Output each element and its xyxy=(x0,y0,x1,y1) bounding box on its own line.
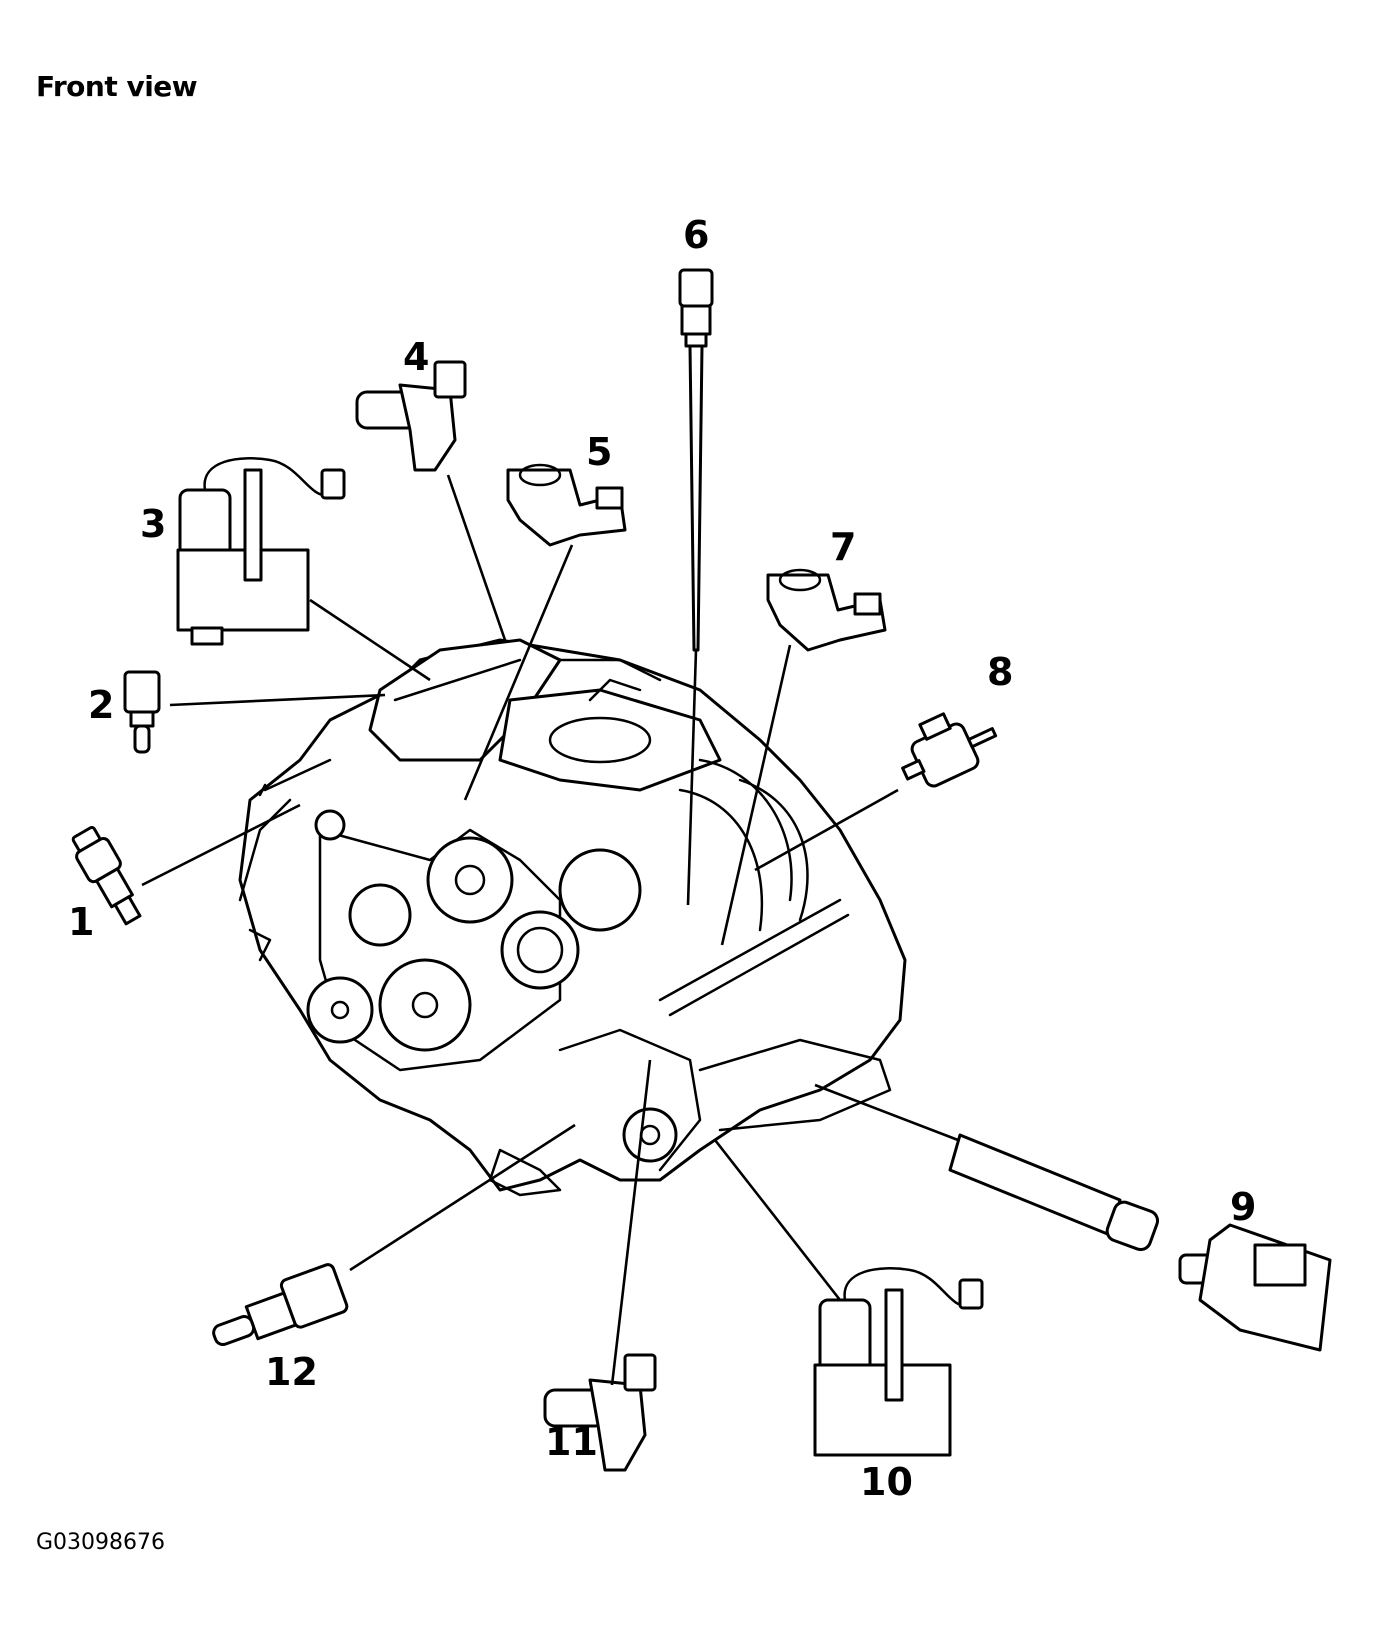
temperature-sensor-part xyxy=(123,670,161,754)
crankshaft-sensor-part xyxy=(543,1353,657,1472)
leader-12 xyxy=(349,1123,576,1272)
knock-sensor-right-part xyxy=(766,568,887,652)
callout-1: 1 xyxy=(68,900,94,944)
solenoid-valve-lower-part xyxy=(813,1267,984,1457)
callout-11: 11 xyxy=(545,1420,598,1464)
leader-7 xyxy=(720,644,792,946)
leader-2 xyxy=(169,693,386,707)
ignition-coil-part xyxy=(948,1133,1332,1352)
leader-10 xyxy=(713,1139,842,1301)
callout-3: 3 xyxy=(140,502,166,546)
callout-12: 12 xyxy=(265,1350,318,1394)
leader-1 xyxy=(141,803,301,887)
callout-2: 2 xyxy=(88,683,114,727)
callout-4: 4 xyxy=(403,335,429,379)
engine-illustration xyxy=(238,638,907,1197)
callout-9: 9 xyxy=(1230,1185,1256,1229)
leader-3 xyxy=(309,598,431,682)
callout-7: 7 xyxy=(830,525,856,569)
leader-6 xyxy=(686,649,698,906)
figure-id: G03098676 xyxy=(36,1530,166,1555)
oil-level-sensor-part xyxy=(678,268,714,652)
leader-lines xyxy=(141,474,959,1386)
callout-6: 6 xyxy=(683,213,709,257)
page-title: Front view xyxy=(36,70,198,103)
leader-5 xyxy=(463,544,574,801)
callout-numbers: 1 2 3 4 5 6 7 8 9 10 11 12 xyxy=(68,213,1256,1504)
leader-8 xyxy=(754,788,899,872)
fuel-injector-part xyxy=(71,825,142,926)
valve-small-part xyxy=(901,712,998,788)
leader-11 xyxy=(610,1059,652,1386)
knock-sensor-upper-part xyxy=(506,463,627,547)
leader-9 xyxy=(814,1083,959,1142)
leader-4 xyxy=(446,474,507,641)
callout-10: 10 xyxy=(860,1460,913,1504)
solenoid-valve-part xyxy=(176,457,346,646)
coolant-sensor-part xyxy=(212,1263,349,1347)
callout-5: 5 xyxy=(586,430,612,474)
callout-8: 8 xyxy=(987,650,1013,694)
camshaft-sensor-part xyxy=(355,360,467,472)
